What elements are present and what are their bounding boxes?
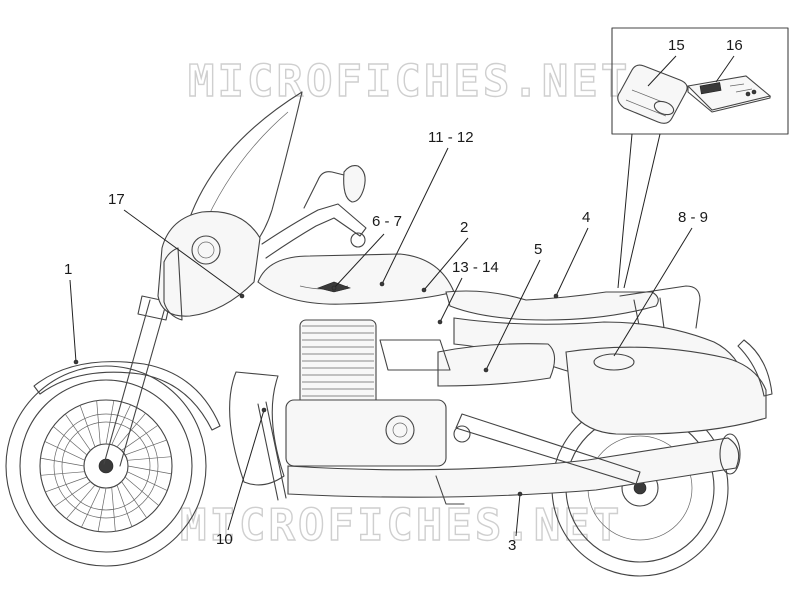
leader-16 [715, 55, 735, 83]
callout-8-9: 8 - 9 [678, 209, 708, 226]
leader-inset-right [623, 133, 661, 289]
leader-6-7 [333, 233, 385, 289]
seat [445, 290, 659, 321]
callout-3: 3 [508, 537, 516, 554]
exhaust-header [229, 371, 285, 486]
leader-4 [555, 227, 589, 297]
side-cover [437, 343, 556, 387]
leader-17 [123, 209, 243, 297]
callout-10: 10 [216, 531, 233, 548]
callout-labels: 1 2 3 4 5 6 - 7 8 - 9 10 11 - 12 13 - 14… [64, 129, 708, 554]
callout-17: 17 [108, 191, 125, 208]
front-fender [33, 361, 221, 431]
motorcycle-drawing [5, 91, 773, 577]
leader-15 [647, 55, 677, 87]
handlebar [261, 165, 367, 259]
accessory-inset: 15 16 [611, 27, 789, 135]
leader-lines [69, 147, 693, 537]
callout-4: 4 [582, 209, 590, 226]
leader-10 [227, 409, 265, 531]
leader-3 [515, 493, 521, 537]
saddlebag-decal [593, 353, 635, 371]
tail-light [737, 339, 773, 397]
engine [285, 319, 451, 467]
leader-5 [485, 259, 541, 371]
callout-6-7: 6 - 7 [372, 213, 402, 230]
leader-inset-left [617, 133, 633, 289]
windscreen [181, 91, 303, 263]
leader-13-14 [439, 277, 463, 323]
swingarm [455, 413, 641, 485]
muffler [287, 437, 740, 498]
side-stand [435, 475, 465, 505]
inset-frame [611, 27, 789, 135]
owners-manual-icon [686, 75, 772, 113]
callout-15: 15 [668, 37, 685, 54]
callout-1: 1 [64, 261, 72, 278]
leader-11-12 [381, 147, 449, 285]
callout-13-14: 13 - 14 [452, 259, 499, 276]
leader-2 [423, 237, 469, 291]
callout-5: 5 [534, 241, 542, 258]
leader-1 [69, 279, 77, 363]
callout-11-12: 11 - 12 [428, 129, 474, 146]
watermark-top: MICROFICHES.NET [188, 56, 630, 107]
leader-dots [73, 281, 559, 497]
fuel-tank [257, 253, 455, 305]
document-pouch-icon [617, 64, 688, 124]
leader-8-9 [613, 227, 693, 357]
watermark-bottom: MICROFICHES.NET [180, 500, 622, 551]
callout-2: 2 [460, 219, 468, 236]
front-wheel [5, 365, 207, 567]
callout-16: 16 [726, 37, 743, 54]
